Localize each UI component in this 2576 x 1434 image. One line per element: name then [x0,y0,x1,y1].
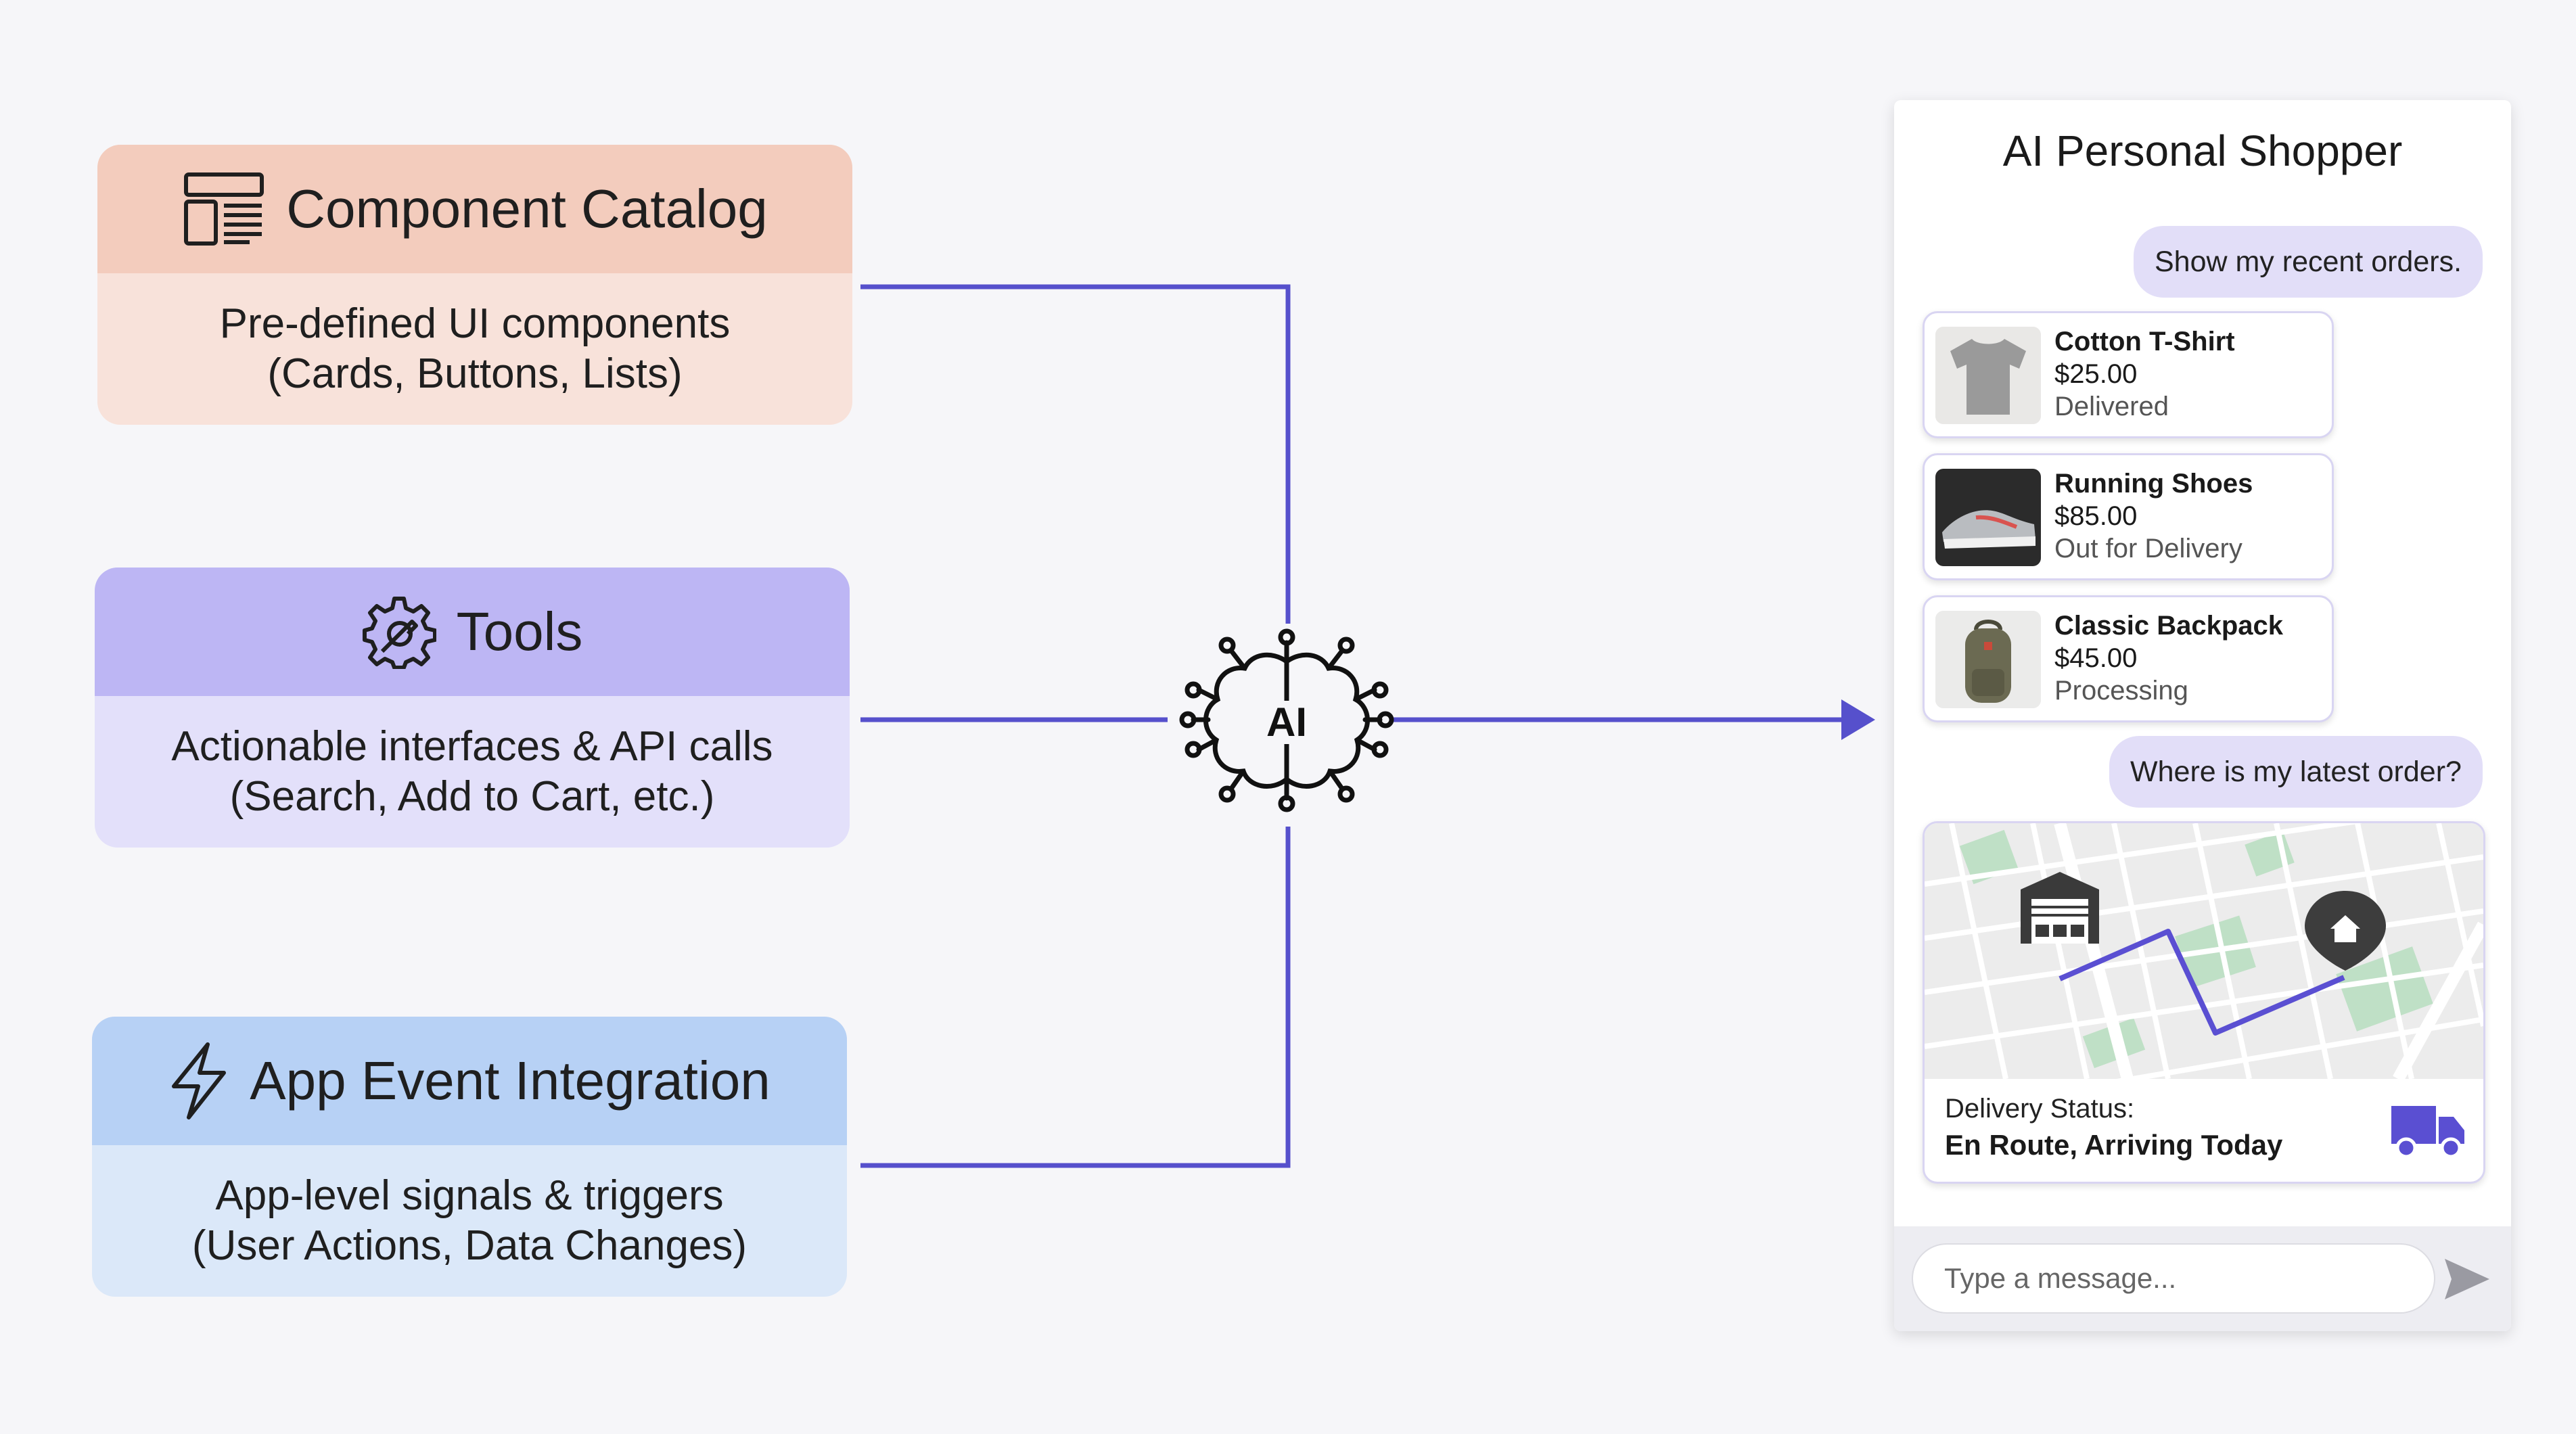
backpack-thumbnail [1935,611,2041,708]
catalog-connector [860,284,1291,624]
component-catalog-header: Component Catalog [97,145,852,273]
app-event-integration-line-1: App-level signals & triggers [215,1172,724,1219]
ai-personal-shopper-panel: AI Personal Shopper Show my recent order… [1894,100,2511,1331]
app-event-integration-description: App-level signals & triggers (User Actio… [92,1145,847,1297]
tools-card: Tools Actionable interfaces & API calls … [95,568,850,848]
tools-line-2: (Search, Add to Cart, etc.) [229,773,715,820]
lightning-bolt-icon [172,1042,227,1119]
chat-title: AI Personal Shopper [2002,126,2403,175]
warehouse-icon [2021,872,2099,944]
home-pin-icon [2305,891,2386,971]
component-catalog-card: Component Catalog Pre-defined UI compone… [97,145,852,425]
delivery-status-value: En Route, Arriving Today [1945,1129,2283,1161]
delivery-route [2058,929,2345,1036]
tools-header: Tools [95,568,850,696]
app-event-integration-title: App Event Integration [250,1050,770,1111]
order-status: Delivered [2054,392,2169,421]
tools-description: Actionable interfaces & API calls (Searc… [95,696,850,848]
message-input-bar [1894,1226,2511,1331]
component-catalog-description: Pre-defined UI components (Cards, Button… [97,273,852,425]
gear-wrench-icon [362,597,436,669]
component-catalog-title: Component Catalog [286,179,768,239]
order-card-cotton-t-shirt[interactable]: Cotton T-Shirt $25.00 Delivered [1923,311,2334,438]
ai-label-backdrop [1251,701,1322,744]
t-shirt-thumbnail [1935,327,2041,424]
ai-brain-circuit-icon [1179,628,1394,812]
app-event-integration-line-2: (User Actions, Data Changes) [191,1222,748,1269]
order-price: $85.00 [2054,501,2138,531]
order-details: Cotton T-Shirt $25.00 Delivered [2054,325,2235,423]
running-shoes-thumbnail [1935,469,2041,566]
order-name: Cotton T-Shirt [2054,327,2235,356]
component-catalog-line-1: Pre-defined UI components [219,300,731,347]
tools-line-1: Actionable interfaces & API calls [171,723,773,770]
tools-title: Tools [456,601,583,662]
component-catalog-line-2: (Cards, Buttons, Lists) [267,350,683,397]
delivery-map[interactable] [1925,823,2483,1079]
delivery-status-label: Delivery Status: [1945,1094,2135,1124]
order-price: $25.00 [2054,359,2138,389]
user-message-bubble: Where is my latest order? [2109,736,2483,808]
order-details: Running Shoes $85.00 Out for Delivery [2054,467,2253,565]
order-card-classic-backpack[interactable]: Classic Backpack $45.00 Processing [1923,595,2334,722]
order-name: Classic Backpack [2054,611,2284,641]
events-connector [860,827,1291,1168]
delivery-tracking-card[interactable]: Delivery Status: En Route, Arriving Toda… [1923,821,2485,1184]
order-card-running-shoes[interactable]: Running Shoes $85.00 Out for Delivery [1923,453,2334,580]
order-status: Processing [2054,676,2188,706]
message-input[interactable] [1912,1243,2435,1314]
ai-hub-label: AI [1266,699,1307,745]
delivery-truck-icon [2391,1106,2464,1159]
order-details: Classic Backpack $45.00 Processing [2054,609,2283,707]
layout-list-icon [184,172,264,246]
order-price: $45.00 [2054,643,2138,673]
send-arrow-icon[interactable] [2439,1253,2493,1305]
output-arrowhead [1841,699,1875,740]
order-name: Running Shoes [2054,469,2253,499]
app-event-integration-card: App Event Integration App-level signals … [92,1017,847,1297]
order-status: Out for Delivery [2054,534,2242,563]
app-event-integration-header: App Event Integration [92,1017,847,1145]
user-message-bubble: Show my recent orders. [2134,226,2483,298]
